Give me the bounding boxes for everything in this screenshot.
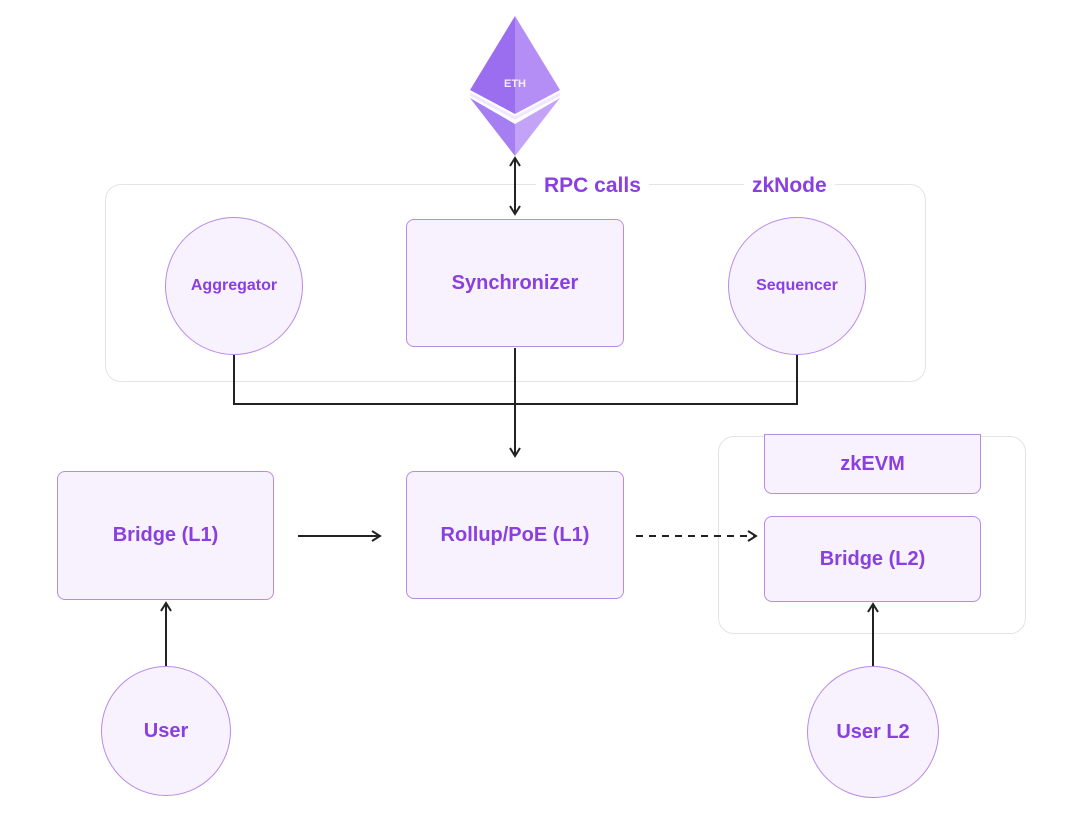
aggregator-node[interactable]: Aggregator xyxy=(165,217,303,355)
bridge-l1-node[interactable]: Bridge (L1) xyxy=(57,471,274,600)
zknode-title: zkNode xyxy=(744,174,835,198)
synchronizer-node[interactable]: Synchronizer xyxy=(406,219,624,347)
bridge-l2-node[interactable]: Bridge (L2) xyxy=(764,516,981,602)
rpc-calls-label: RPC calls xyxy=(536,174,649,198)
user-l2-node[interactable]: User L2 xyxy=(807,666,939,798)
eth-logo-icon: ETH xyxy=(470,16,560,156)
sequencer-node[interactable]: Sequencer xyxy=(728,217,866,355)
zkevm-node[interactable]: zkEVM xyxy=(764,434,981,494)
eth-label: ETH xyxy=(504,78,526,90)
user-node[interactable]: User xyxy=(101,666,231,796)
rollup-poe-node[interactable]: Rollup/PoE (L1) xyxy=(406,471,624,599)
